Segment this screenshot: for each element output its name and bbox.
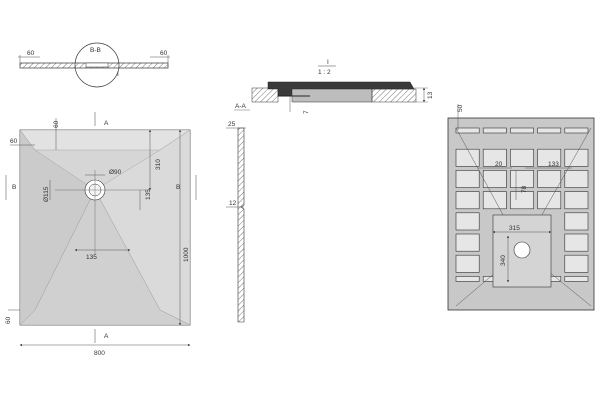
bottom-rib-cell xyxy=(510,191,534,210)
side-dim-top: 25 xyxy=(228,121,236,128)
section-bb-detail-mark: I xyxy=(117,71,119,78)
bottom-rib-cell xyxy=(537,127,562,134)
bottom-rib-cell xyxy=(455,170,480,188)
bottom-rib-cell xyxy=(455,127,480,134)
plan-cut-a-bottom: A xyxy=(104,333,109,340)
bottom-drain-hole xyxy=(513,241,531,259)
bottom-rib-cell xyxy=(455,276,480,282)
plan-view: 1000 800 310 135 Ø115 Ø90 135 60 60 60 A… xyxy=(5,112,197,357)
plan-dim-left-top: 60 xyxy=(10,138,18,145)
bottom-rib-cell xyxy=(564,191,589,210)
bottom-rib-cell xyxy=(564,170,589,188)
section-bb-view: 60 60 B-B I xyxy=(18,42,170,88)
bottom-rib-cell xyxy=(455,254,480,273)
bottom-rib-cell xyxy=(455,212,480,231)
bottom-dim-cell-h: 78 xyxy=(521,185,528,193)
detail-hatch-right xyxy=(371,88,417,103)
bottom-rib-cell xyxy=(510,127,534,134)
plan-dim-from-right: 135 xyxy=(145,189,152,200)
bottom-rib-cell xyxy=(482,148,507,167)
section-bb-drain-recess xyxy=(85,62,109,68)
plan-dim-from-top: 310 xyxy=(155,159,162,170)
detail-view: I 1 : 2 13 7 A-A xyxy=(234,59,434,114)
detail-dim-depth: 7 xyxy=(303,110,310,114)
section-bb-dim-right: 60 xyxy=(160,50,168,57)
detail-title: I xyxy=(327,59,329,66)
detail-hatch-left xyxy=(251,87,279,103)
bottom-rib-cell xyxy=(564,276,589,282)
detail-scale: 1 : 2 xyxy=(318,69,331,76)
bottom-rib-cell xyxy=(564,254,589,273)
bottom-dim-cell-w: 133 xyxy=(548,161,559,168)
bottom-dim-rib: 50 xyxy=(457,104,464,112)
plan-cut-b-right: B xyxy=(176,184,180,191)
plan-cut-b-left: B xyxy=(12,184,16,191)
bottom-rib-cell xyxy=(564,127,589,134)
plan-cut-a-top: A xyxy=(104,120,109,127)
bottom-rib-cell xyxy=(537,191,562,210)
plan-dim-drain-dia: Ø90 xyxy=(109,169,122,176)
bottom-view: 50 20 133 78 315 340 xyxy=(447,104,595,311)
plan-dim-width: 800 xyxy=(94,350,105,357)
bottom-rib-cell xyxy=(564,212,589,231)
section-bb-label: B-B xyxy=(90,47,101,54)
bottom-rib-cell xyxy=(564,233,589,252)
bottom-rib-cell xyxy=(455,191,480,210)
side-view: 25 12 xyxy=(226,121,246,323)
plan-dim-drain-outer: Ø115 xyxy=(43,186,50,202)
bottom-rib-cell xyxy=(510,148,534,167)
plan-dim-top-left: 60 xyxy=(53,120,60,128)
bottom-rib-cell xyxy=(510,170,534,188)
section-bb-detail-circle xyxy=(74,42,120,88)
bottom-rib-cell xyxy=(537,148,562,167)
bottom-rib-cell xyxy=(537,170,562,188)
bottom-dim-center-h: 340 xyxy=(500,255,507,266)
bottom-dim-center-w: 315 xyxy=(509,225,520,232)
side-profile xyxy=(237,127,245,323)
section-bb-dim-left: 60 xyxy=(27,50,35,57)
bottom-rib-cell xyxy=(455,233,480,252)
plan-dim-left-bottom: 60 xyxy=(5,316,12,324)
plan-dim-length: 1000 xyxy=(183,247,190,262)
bottom-rib-cell xyxy=(482,170,507,188)
bottom-dim-gap: 20 xyxy=(495,161,503,168)
bottom-rib-cell xyxy=(564,148,589,167)
detail-dim-height: 13 xyxy=(427,91,434,99)
plan-dim-bottom-offset: 135 xyxy=(86,254,97,261)
bottom-rib-cell xyxy=(482,127,507,134)
detail-section-label: A-A xyxy=(235,103,247,110)
bottom-rib-cell xyxy=(455,148,480,167)
side-dim-mid: 12 xyxy=(229,200,237,207)
